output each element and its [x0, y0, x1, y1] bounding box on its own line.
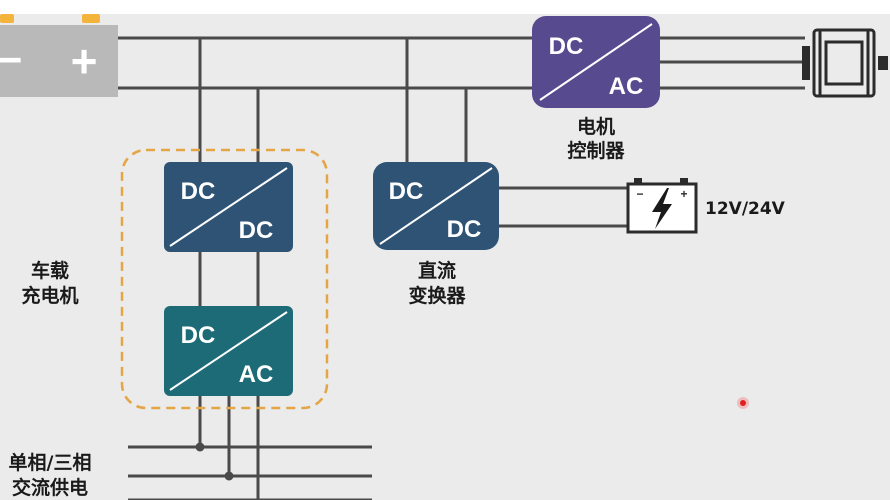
aux-battery-body — [626, 182, 698, 234]
motor-core — [824, 40, 864, 86]
motor — [802, 28, 888, 98]
wiring — [118, 36, 805, 500]
motor-endcap — [802, 46, 810, 80]
obc-dcac-top-label: DC — [181, 322, 216, 349]
hv-battery-terminal-right — [82, 14, 100, 23]
aux-battery-plus: + — [680, 187, 687, 201]
hv-battery: − + — [0, 14, 118, 97]
motor-controller-top-label: DC — [549, 33, 584, 60]
dc-converter-divider — [379, 167, 493, 245]
aux-battery-terminal-left — [634, 178, 642, 184]
aux-battery-terminal-right — [680, 178, 688, 184]
dc-converter-caption-1: 直流 — [418, 259, 456, 282]
aux-battery-voltage: 12V/24V — [705, 199, 786, 219]
aux-battery: − + — [626, 178, 698, 234]
pointer-dot-core — [740, 400, 746, 406]
motor-controller-bottom-label: AC — [609, 73, 644, 100]
dc-converter-caption-2: 变换器 — [408, 284, 466, 307]
hv-battery-terminal-left — [0, 14, 14, 23]
motor-controller-divider — [539, 23, 653, 101]
obc-dcdc-divider — [169, 167, 288, 247]
obc-dashed-boundary — [120, 148, 329, 410]
obc-caption-2: 充电机 — [21, 284, 78, 307]
grid-caption-2: 交流供电 — [12, 476, 88, 499]
obc-caption-1: 车载 — [31, 259, 69, 282]
dc-converter-top-label: DC — [389, 178, 424, 205]
grid-caption-1: 单相/三相 — [9, 451, 92, 474]
dc-converter-bottom-label: DC — [447, 216, 482, 243]
hv-battery-minus: − — [0, 36, 22, 83]
top-strip — [0, 0, 890, 14]
motor-shaft — [878, 56, 888, 70]
obc-dcac-bottom-label: AC — [239, 361, 274, 388]
lightning-bolt-icon — [652, 188, 672, 229]
obc-dcdc-converter: DC DC — [164, 162, 293, 252]
hv-battery-body — [0, 25, 118, 97]
aux-battery-minus: − — [636, 187, 643, 201]
obc-dcac-divider — [169, 311, 288, 391]
junction-dot — [224, 471, 234, 481]
pointer-dot — [737, 397, 749, 409]
motor-controller-caption-2: 控制器 — [567, 139, 625, 162]
hv-battery-plus: + — [71, 35, 98, 87]
junction-dots — [195, 442, 234, 481]
motor-controller-caption-1: 电机 — [577, 115, 615, 138]
motor-frame — [812, 28, 876, 98]
dc-converter: DC DC — [373, 162, 499, 250]
motor-controller: DC AC — [532, 16, 660, 108]
junction-dot — [195, 442, 205, 452]
obc-dcdc-bottom-label: DC — [239, 217, 274, 244]
obc-dcac-converter: DC AC — [164, 306, 293, 396]
obc-dcdc-top-label: DC — [181, 178, 216, 205]
